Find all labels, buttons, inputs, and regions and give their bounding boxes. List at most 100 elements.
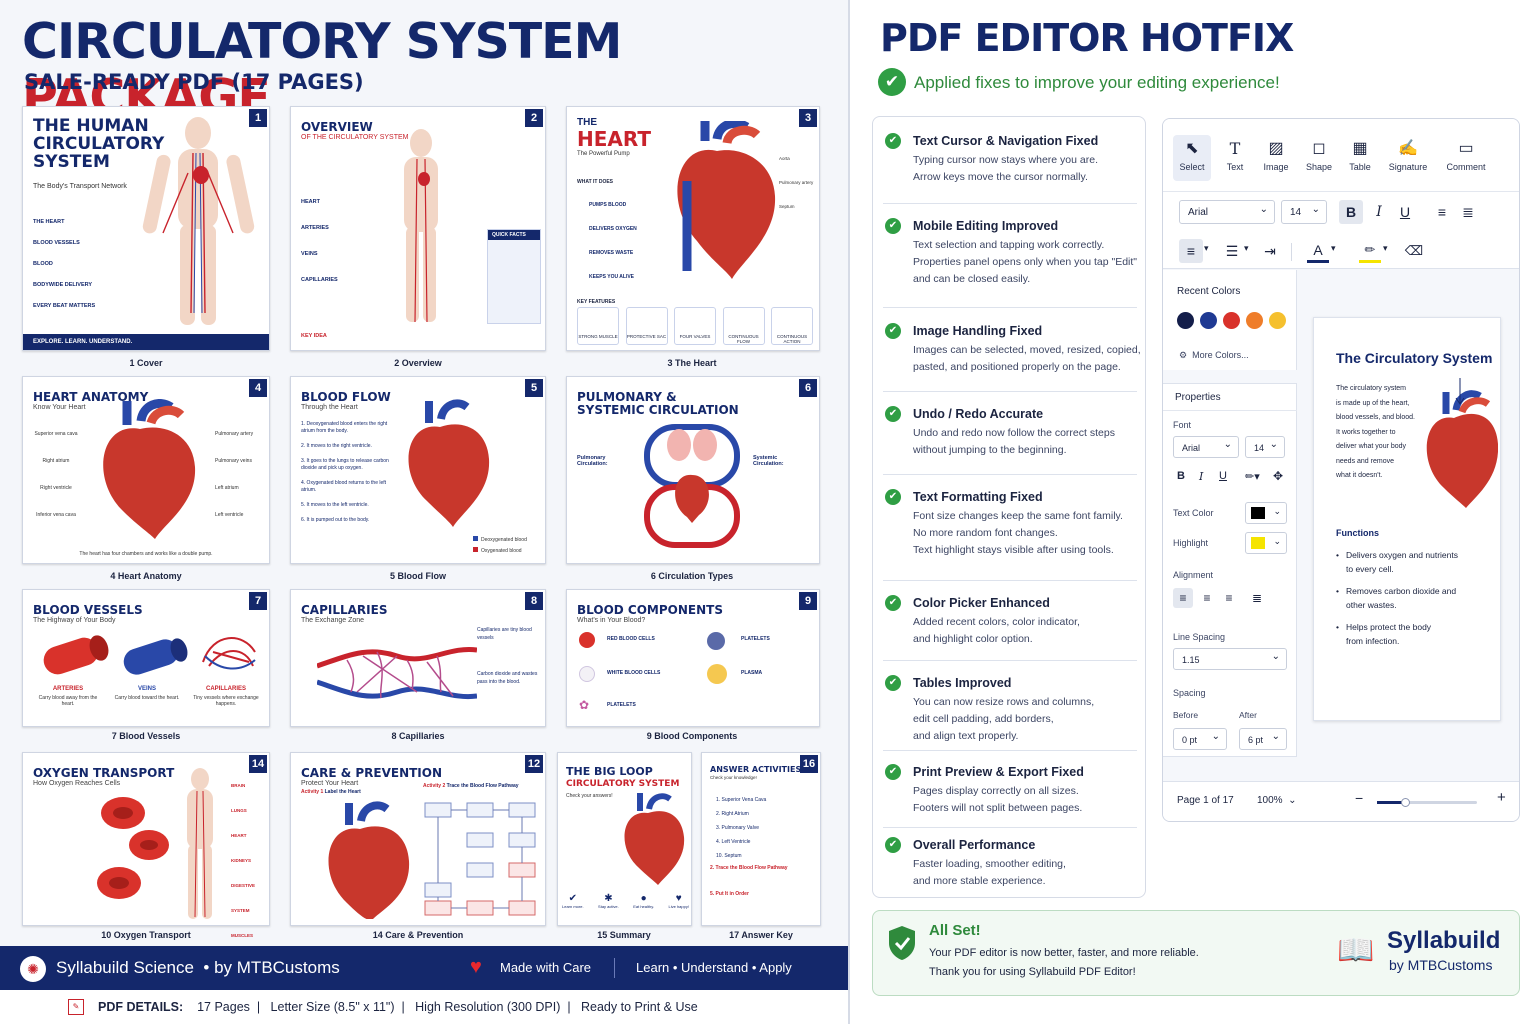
highlight-color-picker[interactable]: ⌄ [1245,532,1287,554]
functions-heading[interactable]: Functions [1336,528,1379,538]
color-swatch[interactable] [1269,312,1286,329]
zoom-in-button[interactable]: + [1497,789,1506,806]
fix-desc: Typing cursor now stays where you are. [913,154,1099,166]
underline-button[interactable]: U [1399,204,1411,220]
clear-format-icon[interactable]: ⌫ [1404,243,1424,258]
spacing-before-select[interactable]: 0 pt [1173,726,1227,750]
page-card-heart[interactable]: 3 THE HEART The Powerful Pump WHAT IT DO… [566,106,820,351]
signature-tool-button[interactable]: ✍Signature [1383,139,1433,172]
highlighter-icon[interactable]: ✏▾ [1245,471,1260,483]
zoom-slider[interactable] [1377,798,1477,807]
page-card-oxygen-transport[interactable]: 14 OXYGEN TRANSPORT How Oxygen Reaches C… [22,752,270,938]
align-menu-button[interactable]: ≡ [1179,239,1203,263]
doc-title[interactable]: The Circulatory System [1336,350,1493,366]
answer-item: 10. Septum [716,853,742,859]
bullet-list-icon[interactable]: ☰ [1225,243,1239,259]
shape-tool-button[interactable]: ◻Shape [1301,139,1337,172]
bold-button[interactable]: B [1177,470,1185,482]
chevron-down-icon: ▾ [1204,243,1209,253]
list-item: HEART [301,199,320,205]
page-card-care-prevention[interactable]: 12 CARE & PREVENTION Protect Your Heart … [290,752,546,926]
font-family-select[interactable]: Arial [1173,434,1239,458]
align-right-icon[interactable]: ≡ [1225,591,1233,605]
pdf-icon: ✎ [68,999,84,1015]
heart-image[interactable] [1418,378,1498,508]
color-swatch[interactable] [1200,312,1217,329]
color-swatch[interactable] [1246,312,1263,329]
font-label: Font [1173,420,1192,430]
text-color-button[interactable]: A [1307,239,1329,263]
brand-name: Syllabuild [1387,927,1501,954]
page-card-heart-anatomy[interactable]: 4 HEART ANATOMY Know Your Heart Superior… [22,376,270,564]
card-title: CARE & PREVENTION [301,766,443,780]
separator [883,750,1137,751]
zoom-out-button[interactable]: − [1355,790,1364,806]
align-justify-icon[interactable]: ≣ [1251,591,1263,605]
card-subtitle: What's in Your Blood? [577,617,646,624]
line-spacing-select[interactable]: 1.15 [1173,646,1287,670]
page-card-summary[interactable]: THE BIG LOOP CIRCULATORY SYSTEM Check yo… [557,752,692,926]
divider [1291,243,1292,261]
italic-button[interactable]: I [1376,204,1382,220]
doc-body[interactable]: The circulatory system is made up of the… [1336,382,1416,484]
separator [883,580,1137,581]
right-labels: Pulmonary artery Pulmonary veins Left at… [215,421,265,529]
font-family-select[interactable]: Arial [1179,198,1275,224]
select-tool-button[interactable]: ⬉Select [1173,135,1211,181]
tool-label: Comment [1446,162,1486,172]
table-tool-button[interactable]: ▦Table [1342,139,1378,172]
image-tool-button[interactable]: ▨Image [1258,139,1294,172]
text-color-picker[interactable]: ⌄ [1245,502,1287,524]
zoom-select[interactable]: 100% ⌄ [1257,795,1297,806]
details-resolution: High Resolution (300 DPI) [415,1000,561,1014]
page-card-overview[interactable]: 2 OVERVIEW OF THE CIRCULATORY SYSTEM HEA… [290,106,546,351]
page-card-circulation[interactable]: 6 PULMONARY & SYSTEMIC CIRCULATION Pulmo… [566,376,820,564]
align-justify-icon[interactable]: ≣ [1462,204,1474,220]
document-page[interactable]: The Circulatory System The circulatory s… [1313,317,1501,721]
align-left-icon[interactable]: ≡ [1173,588,1193,608]
font-size-select[interactable]: 14 [1245,434,1285,458]
underline-button[interactable]: U [1219,470,1227,482]
page-card-blood-vessels[interactable]: 7 BLOOD VESSELS The Highway of Your Body… [22,589,270,727]
cover-footer: EXPLORE. LEARN. UNDERSTAND. [23,334,269,350]
more-colors-link[interactable]: ⚙ More Colors... [1179,350,1249,361]
page-card-cover[interactable]: 1 THE HUMAN CIRCULATORY SYSTEM The Body'… [22,106,270,351]
list-item: BLOOD VESSELS [33,240,80,246]
list-item: VEINS [301,251,318,257]
italic-button[interactable]: I [1199,470,1204,483]
comment-tool-button[interactable]: ▭Comment [1441,139,1491,172]
separator [883,827,1137,828]
indent-icon[interactable]: ⇥ [1264,243,1276,259]
recent-colors-panel: Recent Colors ⚙ More Colors... [1163,270,1297,370]
brand-logo-icon: ✺ [20,956,46,982]
made-with-care: Made with Care [500,960,592,975]
details-label: PDF DETAILS: [98,1000,184,1014]
color-swatch[interactable] [1223,312,1240,329]
page-card-blood-components[interactable]: 9 BLOOD COMPONENTS What's in Your Blood?… [566,589,820,727]
bold-button[interactable]: B [1339,200,1363,224]
heart-illustration [677,121,776,279]
page-number: 1 [249,109,267,127]
page-card-capillaries[interactable]: 8 CAPILLARIES The Exchange Zone Capillar… [290,589,546,727]
align-left-icon[interactable]: ≡ [1437,204,1447,220]
list-item: REMOVES WASTE [589,250,634,256]
move-icon[interactable]: ✥ [1273,469,1284,483]
font-size-select[interactable]: 14 [1281,198,1327,224]
answer-item: 1. Superior Vena Cava [716,797,767,803]
card-subtitle: Check your answers! [566,793,613,799]
highlighter-icon[interactable]: ✏ [1359,239,1381,263]
align-center-icon[interactable]: ≡ [1203,591,1211,605]
label: Superior vena cava [34,431,78,437]
check-icon: ✔ [885,323,901,339]
spacing-after-select[interactable]: 6 pt [1239,726,1287,750]
check-icon: ✔ [885,218,901,234]
color-swatch[interactable] [1177,312,1194,329]
details-size: Letter Size (8.5" x 11") [270,1000,395,1014]
page-card-blood-flow[interactable]: 5 BLOOD FLOW Through the Heart 1. Deoxyg… [290,376,546,564]
page-card-answer-key[interactable]: 16 ANSWER ACTIVITIES Check your knowledg… [701,752,821,926]
